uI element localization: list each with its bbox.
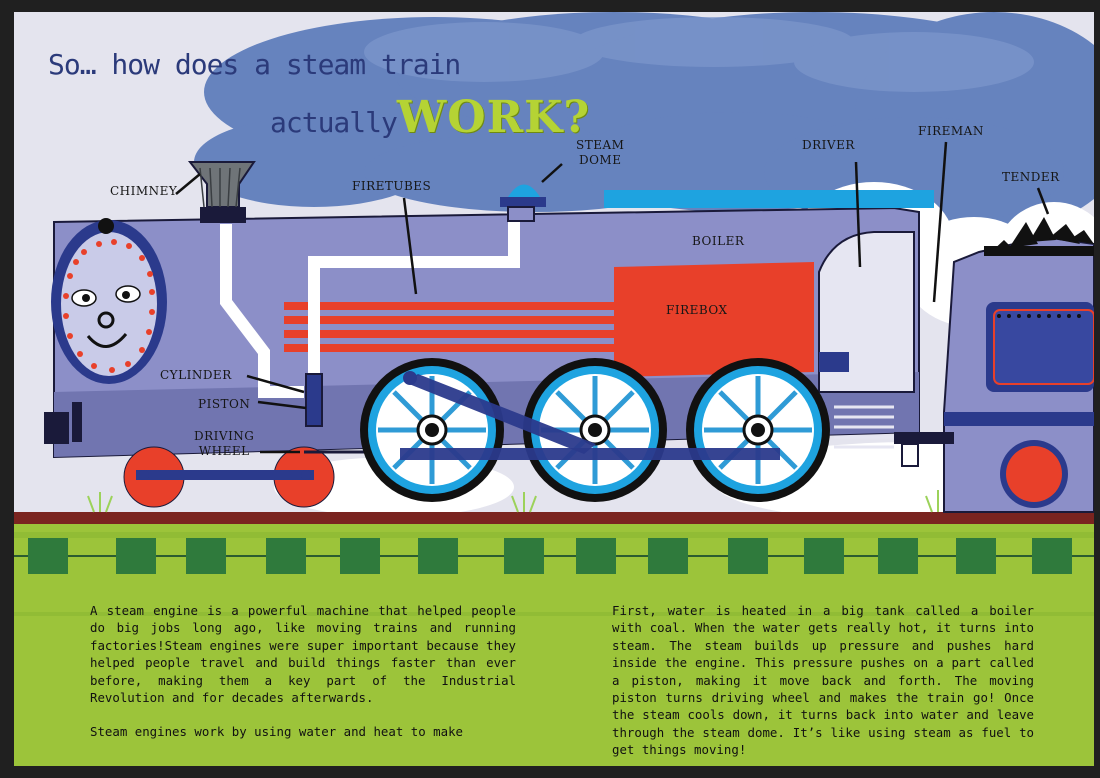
label-cylinder: CYLINDER — [160, 368, 232, 382]
page-title-line2: actuallyWORK? — [270, 92, 590, 143]
page-title-line1: So… how does a steam train — [48, 48, 461, 81]
firetubes — [284, 302, 614, 352]
label-steam-dome-line1: STEAM — [576, 138, 625, 152]
label-steam-dome: STEAM DOME — [576, 138, 624, 168]
title-work: WORK? — [396, 92, 591, 143]
label-driver: DRIVER — [802, 138, 855, 152]
label-driving-wheel-line2: WHEEL — [198, 444, 250, 458]
label-piston: PISTON — [198, 397, 251, 411]
label-fireman: FIREMAN — [918, 124, 984, 138]
label-driving-wheel-line1: DRIVING — [194, 429, 255, 443]
connecting-rod — [404, 374, 596, 454]
label-leader-lines — [175, 141, 1050, 454]
label-firetubes: FIRETUBES — [352, 179, 432, 193]
label-driving-wheel: DRIVING WHEEL — [194, 429, 254, 459]
steam-train-illustration — [14, 12, 1094, 766]
body-left-paragraph-2: Steam engines work by using water and he… — [90, 724, 463, 740]
body-right-paragraph-1: First, water is heated in a big tank cal… — [612, 603, 1034, 758]
label-chimney: CHIMNEY — [110, 184, 178, 198]
label-firebox: FIREBOX — [666, 303, 728, 317]
track-sleepers — [28, 538, 1072, 574]
body-left-paragraph-1: A steam engine is a powerful machine tha… — [90, 603, 516, 706]
firebox — [614, 262, 814, 377]
tender — [894, 217, 1094, 513]
steam-pipes — [220, 212, 520, 412]
book-spread: So… how does a steam train actuallyWORK?… — [14, 12, 1094, 766]
body-left-column: A steam engine is a powerful machine tha… — [90, 602, 516, 758]
label-steam-dome-line2: DOME — [578, 153, 622, 167]
label-tender: TENDER — [1002, 170, 1060, 184]
rail — [14, 512, 1094, 524]
label-boiler: BOILER — [692, 234, 745, 248]
cab-roof — [604, 190, 934, 208]
title-actually: actually — [270, 106, 398, 139]
coupling-rod — [400, 448, 780, 460]
driving-wheels — [360, 358, 830, 502]
body-right-column: First, water is heated in a big tank cal… — [612, 602, 1034, 766]
